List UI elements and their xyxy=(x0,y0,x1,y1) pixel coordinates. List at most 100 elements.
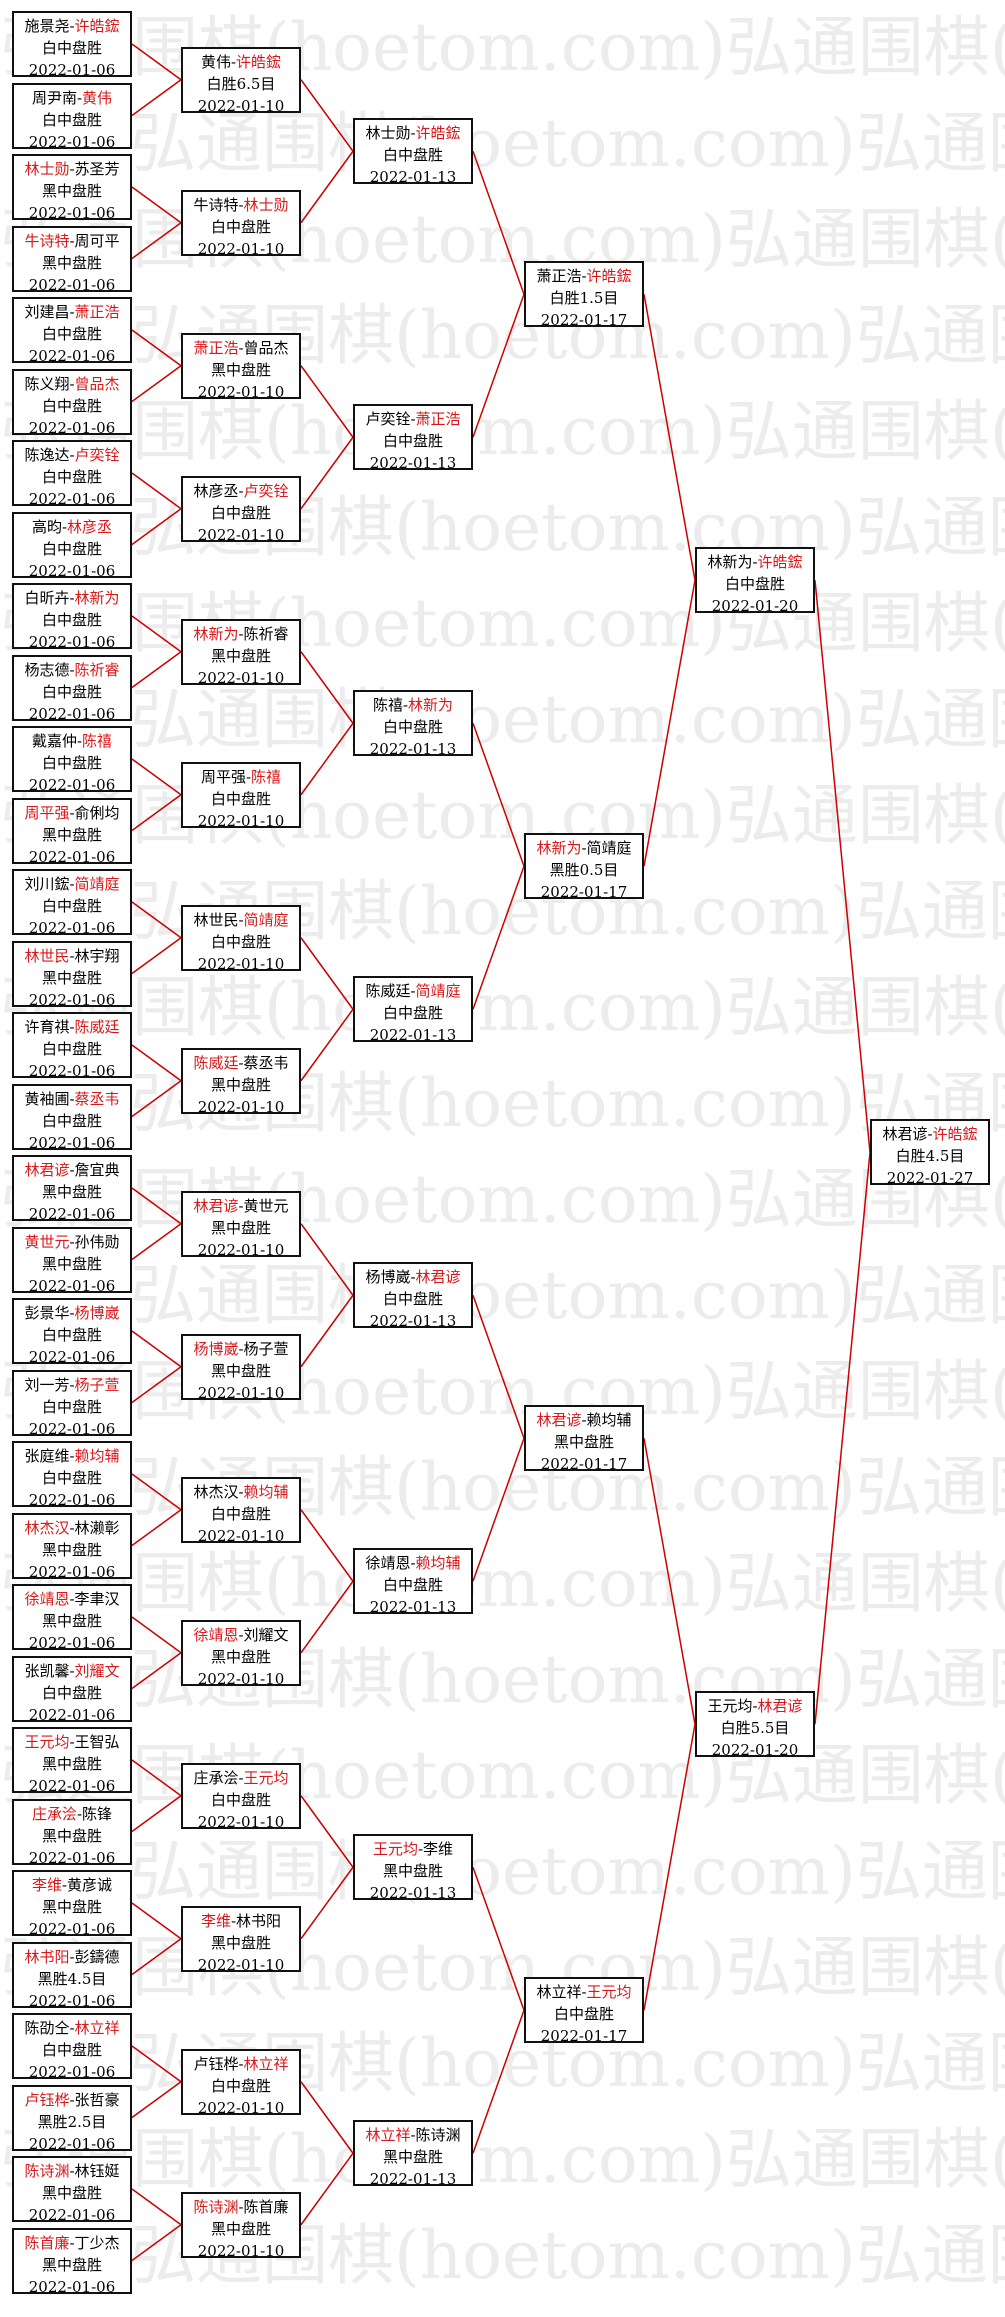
match-players: 陈禧-林新为 xyxy=(355,694,471,716)
match-date: 2022-01-06 xyxy=(28,1205,116,1223)
vs-dash: - xyxy=(69,231,75,250)
black-player: 陈逸达 xyxy=(24,446,70,464)
white-player: 赖均辅 xyxy=(74,1447,120,1465)
match-result: 黑中盘胜 xyxy=(41,968,102,987)
match-result: 黑中盘胜 xyxy=(210,2219,271,2238)
match-result: 白中盘胜 xyxy=(210,1790,271,1809)
match-result: 白胜4.5目 xyxy=(895,1147,965,1166)
vs-dash: - xyxy=(238,1339,244,1358)
vs-dash: - xyxy=(69,303,75,321)
bracket-connector xyxy=(300,436,354,510)
black-player: 牛诗特 xyxy=(193,195,239,214)
black-player: 林世民 xyxy=(24,946,70,965)
match-result: 白胜6.5目 xyxy=(206,74,276,93)
black-player: 林世民 xyxy=(193,910,239,929)
vs-dash: - xyxy=(238,1768,244,1787)
white-player: 曾品杰 xyxy=(243,338,289,357)
match-date: 2022-01-10 xyxy=(197,1097,285,1116)
vs-dash: - xyxy=(410,124,416,143)
white-player: 陈诗渊 xyxy=(415,2126,461,2145)
white-player: 林立祥 xyxy=(74,2019,120,2037)
match-date: 2022-01-06 xyxy=(28,132,116,151)
match-date: 2022-01-20 xyxy=(711,597,799,616)
white-player: 杨子萱 xyxy=(74,1375,120,1394)
match-result: 白中盘胜 xyxy=(210,932,271,951)
vs-dash: - xyxy=(69,1161,75,1179)
bracket-connector xyxy=(472,1866,525,2011)
white-player: 李聿汉 xyxy=(74,1590,120,1608)
black-player: 周尹南 xyxy=(31,88,77,107)
match-result: 白中盘胜 xyxy=(210,503,271,522)
vs-dash: - xyxy=(410,410,416,429)
match-players: 卢钰桦-张哲豪 xyxy=(14,2089,130,2111)
vs-dash: - xyxy=(238,1625,244,1644)
black-player: 王元均 xyxy=(24,1733,70,1751)
match-players: 白昕卉-林新为 xyxy=(14,587,130,609)
bracket-connector xyxy=(300,1866,354,1940)
match-result: 黑中盘胜 xyxy=(210,1933,271,1952)
match-players: 周平强-俞俐均 xyxy=(14,802,130,824)
vs-dash: - xyxy=(69,1375,75,1394)
bracket-connector xyxy=(131,1509,182,1547)
white-player: 许皓鋐 xyxy=(415,124,461,143)
vs-dash: - xyxy=(69,446,75,464)
white-player: 林濑彰 xyxy=(74,1518,120,1537)
match-result: 白中盘胜 xyxy=(41,682,102,701)
match-date: 2022-01-13 xyxy=(369,2170,457,2189)
black-player: 刘一芳 xyxy=(24,1375,70,1394)
match-result: 白中盘胜 xyxy=(724,575,785,594)
match-result: 白中盘胜 xyxy=(41,110,102,129)
vs-dash: - xyxy=(927,1125,933,1144)
match-result: 白中盘胜 xyxy=(41,1683,102,1702)
match-result: 黑中盘胜 xyxy=(41,1540,102,1559)
match-players: 黄伟-许皓鋐 xyxy=(183,51,299,73)
watermark-text: 弘通围棋(hoetom.com)弘通围棋(hoetom.com) xyxy=(0,2121,1005,2198)
match-result: 白中盘胜 xyxy=(41,1111,102,1130)
match-result: 白中盘胜 xyxy=(41,396,102,415)
match-result: 黑中盘胜 xyxy=(553,1433,614,1452)
bracket-connector xyxy=(300,1223,354,1296)
match-players: 林杰汉-赖均辅 xyxy=(183,1481,299,1503)
match-players: 李维-黄彦诚 xyxy=(14,1874,130,1896)
watermark-text: 弘通围棋(hoetom.com)弘通围棋(hoetom.com) xyxy=(130,1257,1005,1334)
white-player: 简靖庭 xyxy=(243,910,289,929)
vs-dash: - xyxy=(69,803,75,822)
match-date: 2022-01-10 xyxy=(197,1240,285,1259)
black-player: 张庭维 xyxy=(24,1447,70,1465)
vs-dash: - xyxy=(410,1268,416,1287)
match-result: 白中盘胜 xyxy=(41,1326,102,1344)
match-result: 白中盘胜 xyxy=(382,1004,443,1023)
match-players: 萧正浩-曾品杰 xyxy=(183,337,299,359)
vs-dash: - xyxy=(61,1876,68,1894)
bracket-connector xyxy=(131,1044,182,1082)
white-player: 王智弘 xyxy=(74,1733,120,1751)
match-result: 白中盘胜 xyxy=(41,539,102,558)
bracket-connector xyxy=(300,1795,354,1868)
vs-dash: - xyxy=(410,2126,416,2145)
match-result: 黑中盘胜 xyxy=(41,253,102,272)
white-player: 卢奕铨 xyxy=(74,446,120,464)
match-players: 林书阳-彭鑄德 xyxy=(14,1946,130,1968)
white-player: 简靖庭 xyxy=(415,982,461,1001)
bracket-connector xyxy=(131,794,182,832)
black-player: 萧正浩 xyxy=(536,267,582,286)
white-player: 林君谚 xyxy=(757,1697,803,1716)
match-players: 周尹南-黄伟 xyxy=(14,87,130,109)
bracket-connector xyxy=(131,43,182,81)
watermark-text: 弘通围棋(hoetom.com)弘通围棋(hoetom.com) xyxy=(0,585,1005,662)
